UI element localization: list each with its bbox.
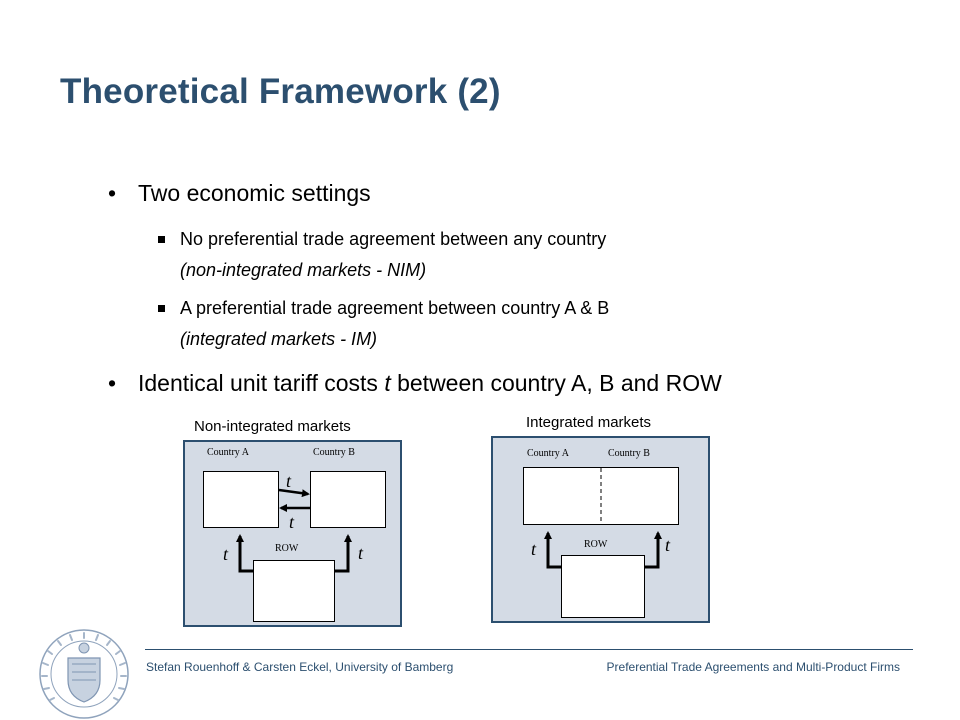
nim-tariff-ba-label: t [289,512,295,532]
nim-tariff-row-a-label: t [223,544,229,564]
subbullet-nim-line1: No preferential trade agreement between … [180,229,607,249]
footer-authors: Stefan Rouenhoff & Carsten Eckel, Univer… [146,660,454,674]
subbullet-nim-line2: (non-integrated markets - NIM) [180,260,427,280]
footer-rule [145,649,913,650]
im-country-a-label: Country A [527,448,569,459]
im-row-label: ROW [584,539,608,550]
footer-presentation-title: Preferential Trade Agreements and Multi-… [606,660,900,674]
im-tariff-row-b-label: t [665,535,671,555]
nim-country-b-box [310,471,386,528]
university-seal-icon [39,629,129,719]
bullet-dot: • [108,370,117,396]
slide-title: Theoretical Framework (2) [60,72,501,111]
nim-tariff-row-b-label: t [358,543,364,563]
nim-country-a-box [203,471,279,528]
bullet-tariff-pre: Identical unit tariff costs [138,370,385,396]
nim-row-label: ROW [275,543,299,554]
square-bullet-icon [158,305,165,312]
im-tariff-row-a-label: t [531,539,537,559]
subbullet-im-line2: (integrated markets - IM) [180,329,378,349]
nim-arrow-a-to-b [278,488,310,498]
bullet-text: Two economic settings [138,180,371,206]
nim-diagram-title: Non-integrated markets [194,418,351,435]
nim-arrow-row-to-a [236,534,253,573]
nim-arrow-row-to-b [335,534,352,573]
im-row-box [561,555,645,618]
square-bullet-icon [158,236,165,243]
bullet-tariff-var: t [384,370,391,396]
im-diagram-title: Integrated markets [526,414,652,431]
im-arrow-row-to-b [645,531,662,569]
bullet-dot: • [108,180,117,206]
nim-tariff-ab-label: t [286,471,292,491]
nim-country-a-label: Country A [207,447,249,458]
im-arrow-row-to-a [544,531,561,569]
nim-country-b-label: Country B [313,447,355,458]
nim-arrows [236,488,352,573]
nim-diagram-panel: Country A Country B ROW t t t t [183,440,402,627]
nim-row-box [253,560,335,622]
im-arrows [544,468,662,569]
bullet-tariff-post: between country A, B and ROW [390,370,722,396]
subbullet-im-line1: A preferential trade agreement between c… [180,298,610,318]
im-country-b-label: Country B [608,448,650,459]
im-diagram-panel: Country A Country B ROW t t [491,436,710,623]
